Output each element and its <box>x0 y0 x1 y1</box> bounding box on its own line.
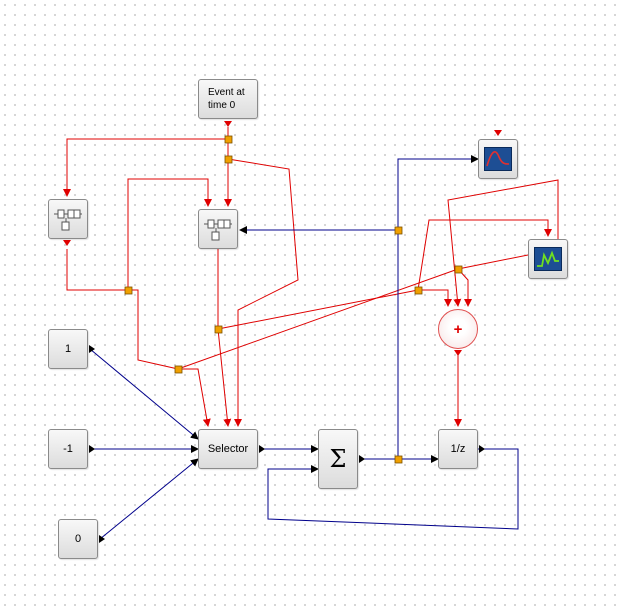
split-point[interactable] <box>394 226 403 235</box>
link-const0-to-selector[interactable] <box>99 458 199 540</box>
summation-block[interactable]: Σ <box>318 429 358 489</box>
link-split2-to-selector[interactable] <box>227 158 299 427</box>
link-const1-to-selector[interactable] <box>89 348 199 440</box>
selector-label: Selector <box>207 443 249 455</box>
delay-output-port <box>479 445 485 453</box>
scope-icon <box>534 247 562 271</box>
link-split5-to-selector[interactable] <box>217 328 232 427</box>
constant-1-label: 1 <box>64 343 72 355</box>
scope-icon <box>484 147 512 171</box>
link-split6-to-scope2[interactable] <box>417 219 552 291</box>
unit-delay-block[interactable]: 1/z <box>438 429 478 469</box>
split-point[interactable] <box>394 455 403 464</box>
event-add-label: + <box>453 320 463 338</box>
link-split4-to-scope2[interactable] <box>447 179 559 307</box>
const-neg1-output-port <box>89 445 95 453</box>
activation-links <box>63 127 559 427</box>
scope2-block[interactable] <box>528 239 568 279</box>
split-point[interactable] <box>224 155 233 164</box>
scope1-input-port <box>494 130 502 136</box>
link-split3-to-selector[interactable] <box>178 368 211 427</box>
link-split-to-clock1[interactable] <box>63 138 228 197</box>
unit-delay-label: 1/z <box>450 443 466 455</box>
split-point[interactable] <box>124 286 133 295</box>
split-point[interactable] <box>414 286 423 295</box>
constant-neg1-block[interactable]: -1 <box>48 429 88 469</box>
link-split-up-to-scope1[interactable] <box>397 155 479 230</box>
link-split-to-split3[interactable] <box>128 289 179 370</box>
constant-0-block[interactable]: 0 <box>58 519 98 559</box>
split-point[interactable] <box>224 135 233 144</box>
event-label: Event at time 0 <box>208 87 245 111</box>
link-split4-to-add[interactable] <box>457 268 472 307</box>
link-split-to-clock2-top[interactable] <box>127 178 212 290</box>
link-clock1-to-split[interactable] <box>66 249 128 291</box>
link-split3-to-split4[interactable] <box>177 268 459 370</box>
clock2-block[interactable] <box>198 209 238 249</box>
link-split5-to-split6[interactable] <box>217 289 419 330</box>
regular-links <box>89 155 519 540</box>
add-output-port <box>454 350 462 356</box>
sum-output-port <box>359 455 365 463</box>
const1-output-port <box>89 345 95 353</box>
summation-label: Σ <box>329 445 347 473</box>
event-add-block[interactable]: + <box>438 309 478 349</box>
link-split6-to-add[interactable] <box>418 289 452 307</box>
link-delay-feedback[interactable] <box>267 448 519 530</box>
split-point[interactable] <box>454 265 463 274</box>
constant-1-block[interactable]: 1 <box>48 329 88 369</box>
clock1-output-port <box>63 240 71 246</box>
clock1-block[interactable] <box>48 199 88 239</box>
split-point[interactable] <box>174 365 183 374</box>
clock-icon <box>204 219 232 241</box>
event-at-time-0-block[interactable]: Event at time 0 <box>198 79 258 119</box>
clock-icon <box>54 209 82 231</box>
constant-neg1-label: -1 <box>63 443 73 455</box>
const0-output-port <box>99 535 105 543</box>
constant-0-label: 0 <box>74 533 82 545</box>
scope1-block[interactable] <box>478 139 518 179</box>
event-output-port <box>224 121 232 127</box>
split-points <box>124 135 463 464</box>
selector-block[interactable]: Selector <box>198 429 258 469</box>
selector-output-port <box>259 445 265 453</box>
split-point[interactable] <box>214 325 223 334</box>
